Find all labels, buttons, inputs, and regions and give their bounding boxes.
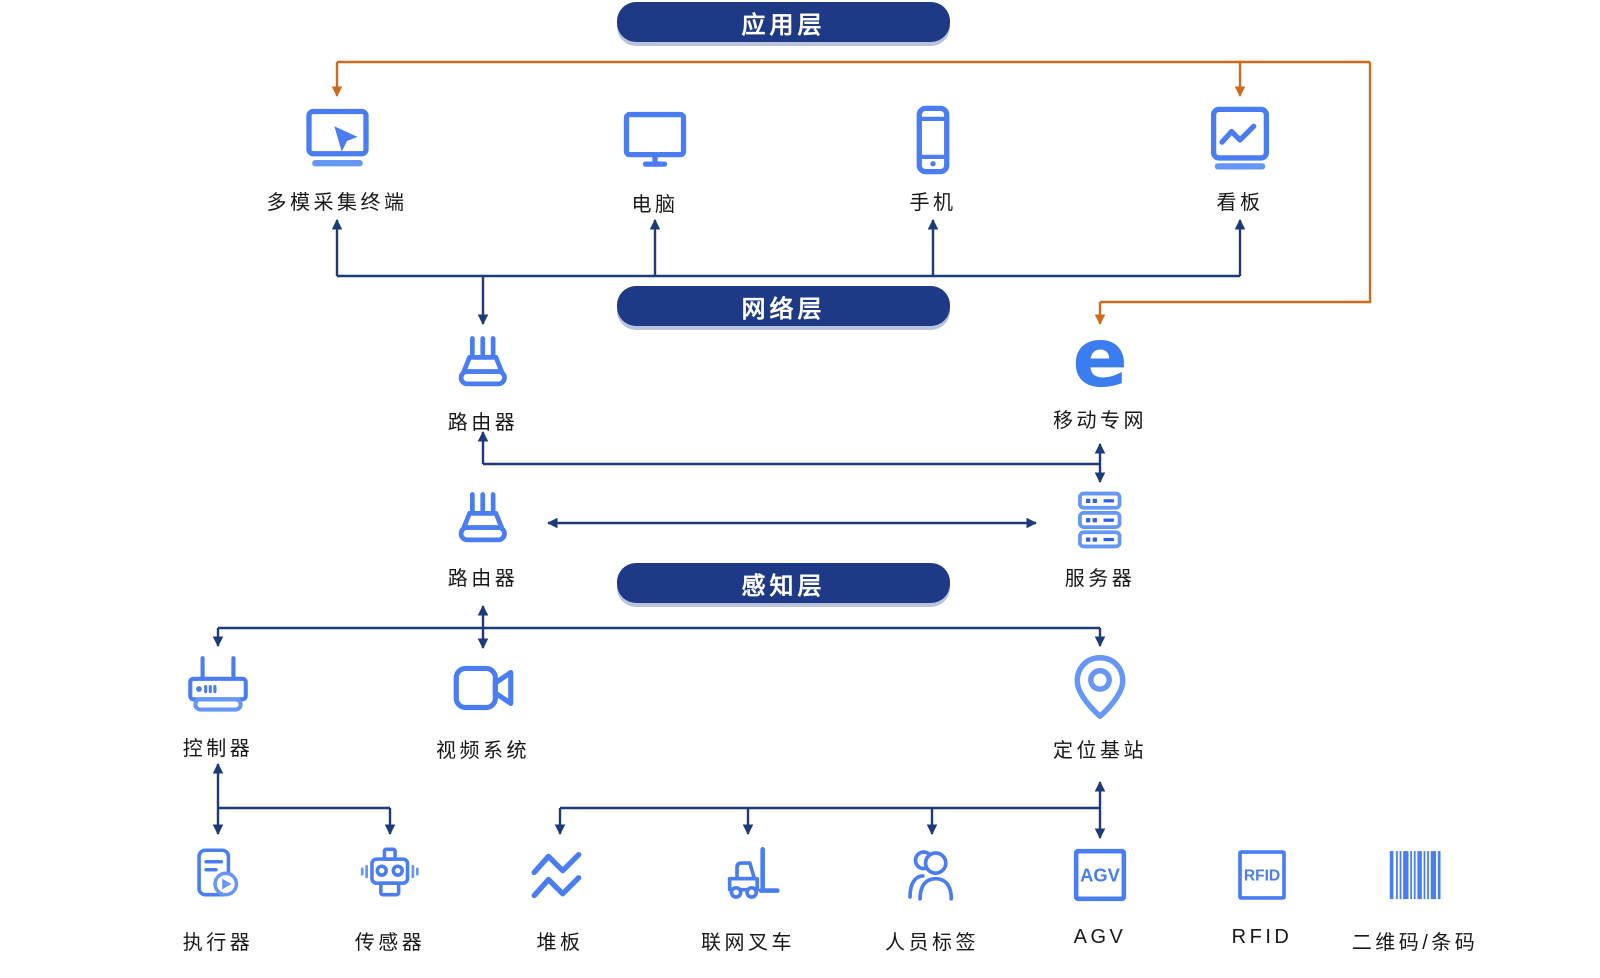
layer-label: 网络层 bbox=[741, 295, 826, 323]
node-agv: AGV AGV bbox=[1067, 842, 1133, 949]
node-server: 服务器 bbox=[1065, 486, 1136, 591]
people-icon bbox=[908, 850, 954, 901]
actuator-doc-icon bbox=[197, 848, 239, 897]
location-pin-icon bbox=[1074, 655, 1126, 719]
agv-box-icon: AGV bbox=[1073, 848, 1127, 902]
node-rfid: RFID RFID bbox=[1229, 842, 1295, 949]
node-barcode: 二维码/条码 bbox=[1352, 844, 1479, 955]
node-label: 执行器 bbox=[182, 932, 254, 954]
agv-box-text: AGV bbox=[1080, 864, 1120, 885]
server-icon bbox=[1078, 491, 1122, 549]
router-icon bbox=[458, 492, 508, 543]
node-phone: 手机 bbox=[895, 102, 971, 215]
node-label: 路由器 bbox=[447, 412, 519, 434]
node-label: 联网叉车 bbox=[701, 932, 795, 954]
node-label: RFID bbox=[1231, 926, 1293, 948]
node-video-system: 视频系统 bbox=[436, 652, 530, 763]
node-label: AGV bbox=[1073, 926, 1127, 948]
node-label: 定位基站 bbox=[1053, 740, 1147, 762]
node-label: 二维码/条码 bbox=[1351, 932, 1479, 954]
monitor-icon bbox=[623, 111, 687, 167]
node-label: 移动专网 bbox=[1053, 410, 1147, 432]
node-label: 电脑 bbox=[631, 194, 679, 216]
node-personnel-tag: 人员标签 bbox=[885, 842, 979, 955]
node-pallet: 堆板 bbox=[528, 844, 592, 955]
node-forklift: 联网叉车 bbox=[701, 842, 795, 955]
layer-pill-perception: 感知层 bbox=[617, 563, 950, 603]
node-label: 控制器 bbox=[182, 738, 254, 760]
node-sensor: 传感器 bbox=[355, 844, 426, 955]
node-computer: 电脑 bbox=[617, 104, 693, 217]
dashboard-icon bbox=[1210, 106, 1270, 170]
node-positioning-station: 定位基站 bbox=[1053, 648, 1147, 763]
layer-pill-application: 应用层 bbox=[617, 2, 950, 42]
node-terminal: 多模采集终端 bbox=[267, 102, 408, 215]
node-controller: 控制器 bbox=[181, 650, 255, 761]
node-label: 看板 bbox=[1216, 192, 1264, 214]
rfid-box-icon: RFID bbox=[1238, 850, 1286, 900]
pallet-zigzag-icon bbox=[531, 852, 582, 899]
edge-browser-icon: e bbox=[1072, 311, 1128, 406]
layer-label: 应用层 bbox=[741, 11, 826, 39]
node-label: 传感器 bbox=[354, 932, 426, 954]
node-router-2: 路由器 bbox=[448, 486, 519, 591]
forklift-icon bbox=[727, 847, 780, 899]
node-label: 视频系统 bbox=[436, 740, 530, 762]
node-label: 堆板 bbox=[536, 932, 584, 954]
node-label: 手机 bbox=[909, 192, 957, 214]
video-camera-icon bbox=[453, 665, 514, 711]
smartphone-icon bbox=[916, 105, 950, 175]
router-icon bbox=[458, 336, 508, 387]
layer-pill-network: 网络层 bbox=[617, 286, 950, 326]
layer-label: 感知层 bbox=[741, 572, 826, 600]
node-label: 服务器 bbox=[1064, 568, 1136, 590]
barcode-icon bbox=[1390, 851, 1441, 900]
sensor-robot-icon bbox=[361, 847, 419, 897]
node-mobile-network: e 移动专网 bbox=[1053, 311, 1147, 433]
node-label: 人员标签 bbox=[885, 932, 979, 954]
rfid-box-text: RFID bbox=[1244, 868, 1280, 885]
node-router-1: 路由器 bbox=[448, 330, 519, 435]
node-actuator: 执行器 bbox=[183, 844, 254, 955]
monitor-cursor-icon bbox=[305, 108, 369, 167]
node-kanban: 看板 bbox=[1202, 102, 1278, 215]
node-label: 路由器 bbox=[447, 568, 519, 590]
controller-icon bbox=[188, 656, 248, 712]
node-label: 多模采集终端 bbox=[266, 192, 408, 214]
